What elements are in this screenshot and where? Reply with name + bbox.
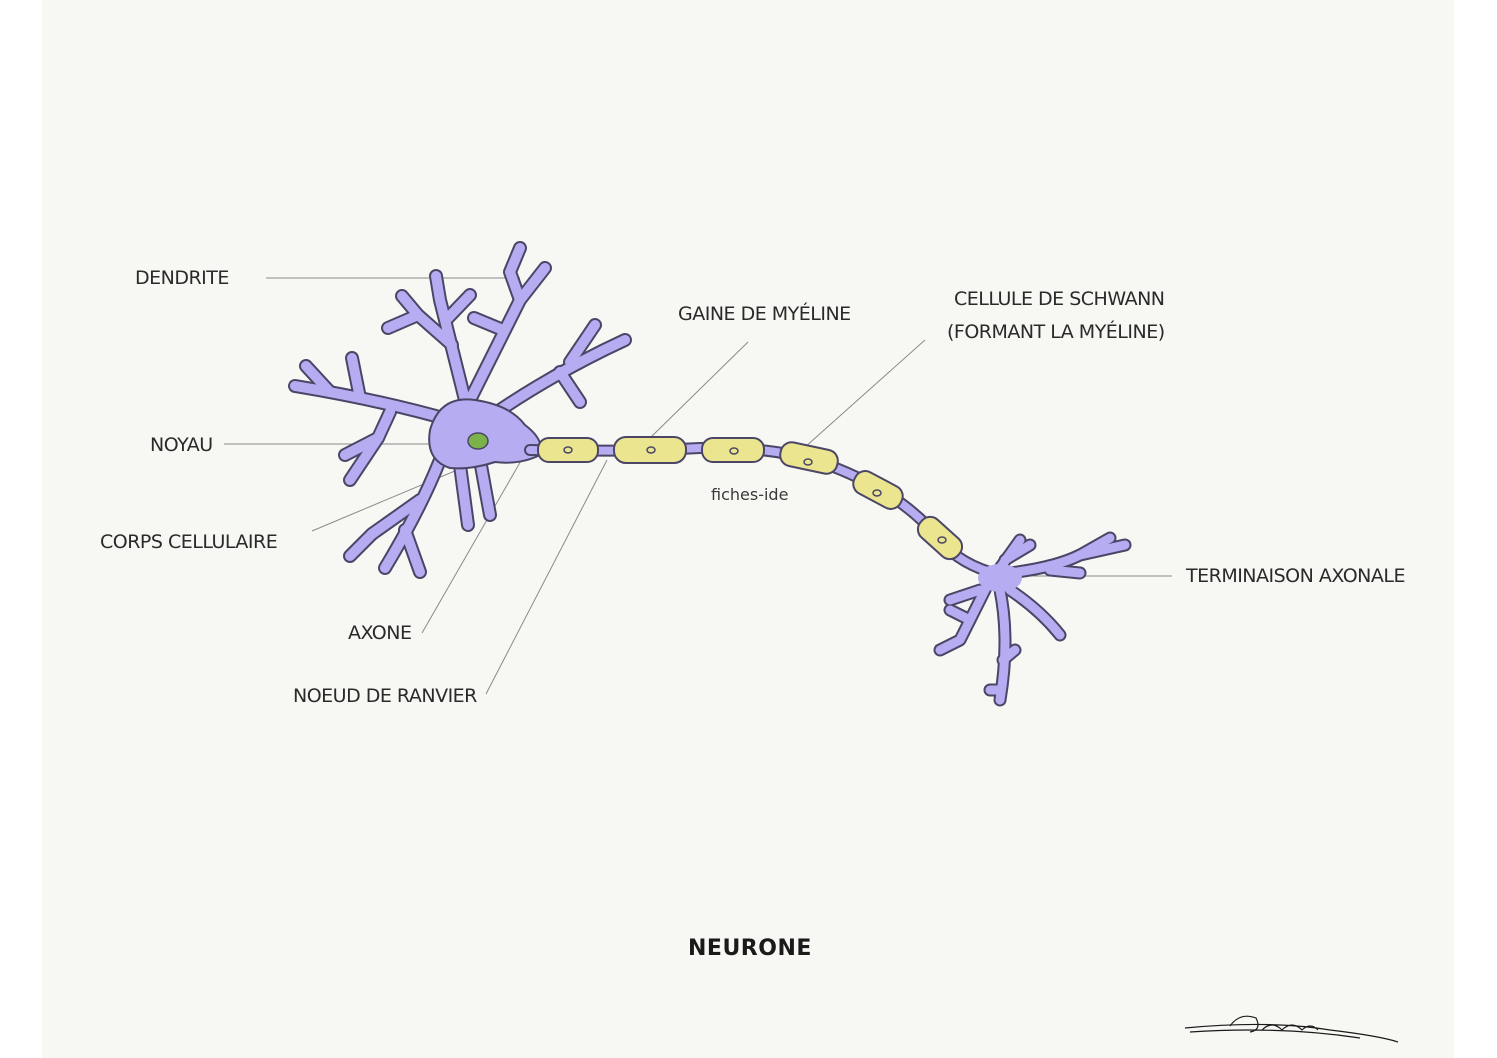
dendrite-branch-13 — [301, 361, 335, 397]
leader-line-axone — [421, 451, 527, 634]
myelin-segment-3 — [701, 437, 765, 463]
dendrite-branch-17 — [345, 495, 425, 561]
dendrite-branch-7 — [469, 313, 508, 335]
dendrite-branch-15 — [345, 433, 383, 485]
leader-lines — [224, 277, 1172, 695]
schwann-nucleus-6 — [937, 536, 947, 544]
schwann-nucleus-3 — [729, 447, 739, 455]
signature-stroke-2 — [1189, 1029, 1361, 1039]
myelin-segment-4 — [779, 441, 839, 475]
dendrite-branch-11 — [290, 381, 455, 425]
terminal-hub — [978, 564, 1022, 592]
dendrite-branch-19 — [455, 460, 473, 530]
myelin-segment-1 — [537, 437, 599, 463]
schwann-nucleus-4 — [803, 458, 813, 466]
terminal-branch-8 — [995, 585, 1010, 705]
label-dendrite: DENDRITE — [135, 267, 229, 289]
label-gaine-de-myeline: GAINE DE MYÉLINE — [678, 303, 851, 325]
terminal-branch-12 — [945, 585, 985, 605]
terminal-branch-3 — [1045, 565, 1085, 578]
schwann-nucleus-2 — [646, 446, 656, 454]
myelin-segment-2 — [613, 436, 687, 464]
label-noeud-de-ranvier: NOEUD DE RANVIER — [293, 685, 477, 707]
terminal-branch-2 — [1075, 533, 1115, 560]
signature-stroke-1 — [1184, 1023, 1399, 1043]
watermark: fiches-ide — [711, 485, 789, 504]
diagram-title: NEURONE — [688, 936, 812, 961]
dendrite-branch-6 — [505, 243, 525, 305]
schwann-nucleus-1 — [563, 446, 573, 454]
dendrite-branch-20 — [475, 455, 495, 520]
schwann-nuclei — [563, 446, 947, 544]
dendrite-branch-12 — [347, 353, 365, 403]
label-noyau: NOYAU — [150, 434, 213, 456]
label-corps-cellulaire: CORPS CELLULAIRE — [100, 531, 278, 553]
dendrite-branch-4 — [441, 290, 475, 325]
axon-terminal — [933, 531, 1132, 707]
signature — [1184, 1015, 1399, 1043]
label-cellule-de-schwann: CELLULE DE SCHWANN — [954, 288, 1165, 310]
dendrite-branch-10 — [555, 367, 585, 407]
dendrite-branch-18 — [400, 525, 425, 577]
leader-line-gaine — [649, 341, 749, 439]
label-cellule-de-schwann-sub: (FORMANT LA MYÉLINE) — [947, 321, 1165, 343]
dendrites — [290, 243, 630, 577]
dendrite-branch-9 — [565, 320, 600, 367]
signature-stroke-3 — [1229, 1015, 1259, 1033]
cell-body-group — [288, 241, 632, 579]
paper-fill — [42, 0, 1454, 1058]
terminal-branch-9 — [998, 645, 1020, 665]
schwann-nucleus-5 — [872, 489, 882, 497]
label-terminaison-axonale: TERMINAISON AXONALE — [1186, 565, 1405, 587]
leader-line-schwann — [794, 339, 926, 457]
nucleus — [467, 432, 489, 450]
dendrite-branch-16 — [380, 455, 445, 573]
signature-stroke-4 — [1261, 1024, 1319, 1031]
leader-line-noeud — [485, 459, 608, 695]
terminal-branch-11 — [1005, 585, 1065, 640]
dendrite-branch-3 — [383, 310, 423, 333]
label-axone: AXONE — [348, 622, 412, 644]
terminal-branch-7 — [945, 605, 975, 625]
terminal-branch-5 — [1000, 540, 1035, 565]
